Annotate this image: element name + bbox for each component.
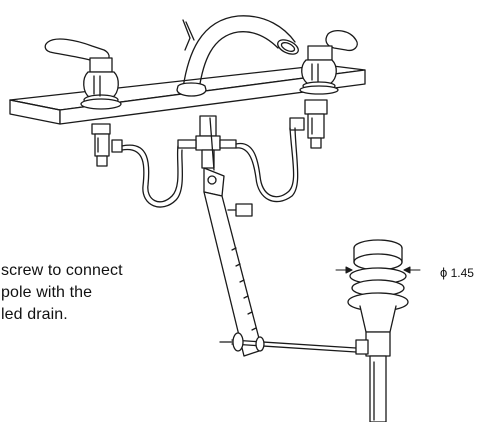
faucet-spout: [176, 15, 299, 97]
right-valve: [289, 99, 328, 149]
caption-line-2: pole with the: [1, 284, 93, 301]
left-handle: [44, 38, 122, 110]
caption-line-3: led drain.: [1, 306, 68, 323]
center-tee: [177, 115, 237, 169]
diameter-label: ϕ 1.45: [440, 265, 474, 280]
diameter-value: 1.45: [450, 266, 474, 280]
supply-hoses: [121, 127, 299, 208]
popup-drain: [347, 239, 409, 422]
lift-rod-assembly: [203, 117, 263, 357]
installation-caption: screw to connect pole with the led drain…: [1, 260, 123, 326]
pivot-rod: [219, 332, 357, 353]
diameter-symbol: ϕ: [440, 265, 448, 280]
caption-line-1: screw to connect: [1, 262, 123, 279]
dimension-arrows: [335, 266, 421, 274]
left-valve: [91, 123, 123, 167]
right-handle: [299, 29, 358, 95]
